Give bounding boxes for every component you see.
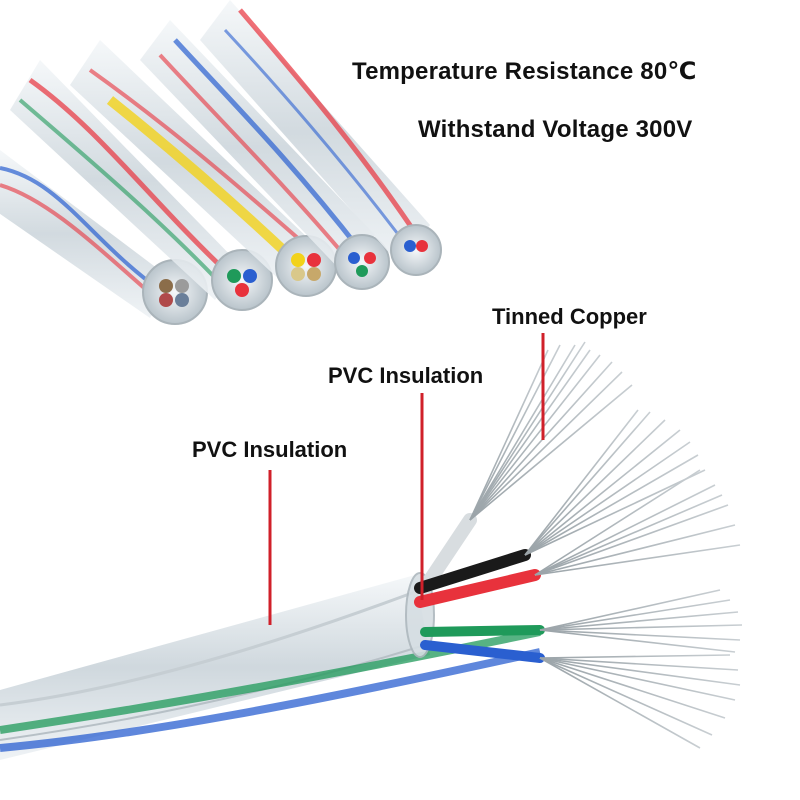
bundle-cable-2 <box>10 60 273 311</box>
spec-temperature: Temperature Resistance 80℃ <box>352 58 697 85</box>
inner-cores <box>413 513 545 663</box>
bundle-cable-3 <box>70 40 337 297</box>
core-blue <box>420 640 545 663</box>
leader-lines <box>268 333 545 625</box>
core-red <box>414 569 541 608</box>
spec-voltage: Withstand Voltage 300V <box>418 116 693 143</box>
label-tinned-copper: Tinned Copper <box>492 304 647 329</box>
core-black <box>414 549 531 594</box>
label-pvc-insulation-inner: PVC Insulation <box>328 363 484 388</box>
copper-strands <box>469 341 743 749</box>
bundle-cable-4 <box>140 20 390 290</box>
stripped-cable <box>0 341 743 760</box>
bundle-cable-5 <box>200 0 442 276</box>
core-green <box>420 625 545 637</box>
cable-bundle <box>0 0 442 325</box>
label-pvc-insulation-outer: PVC Insulation <box>192 437 348 462</box>
